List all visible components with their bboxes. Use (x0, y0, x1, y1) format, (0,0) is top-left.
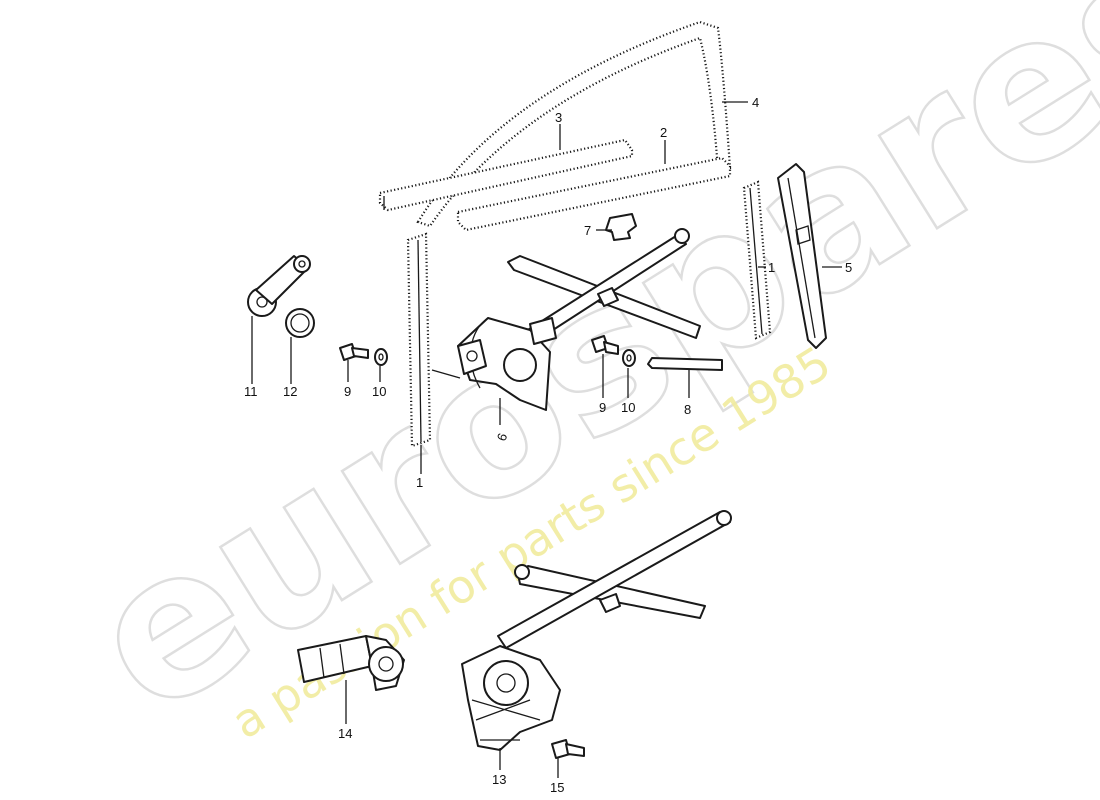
part-13-electric-regulator (461, 510, 732, 751)
callout-7: 7 (584, 223, 591, 238)
leader-lines (251, 101, 842, 778)
part-15-bolt (551, 739, 585, 759)
callout-6: 6 (494, 431, 511, 443)
callout-9-left: 9 (344, 384, 351, 399)
callout-4: 4 (752, 95, 759, 110)
part-10-washer-right (622, 349, 636, 367)
part-8-strip (647, 357, 723, 371)
part-1-guide-rail-left (406, 232, 432, 448)
callouts: 1 1 2 3 4 5 6 7 8 9 9 10 10 11 12 13 14 … (244, 95, 852, 795)
callout-15: 15 (550, 780, 564, 795)
watermark: eurospares a passion for parts since 198… (51, 0, 1100, 762)
callout-10-right: 10 (621, 400, 635, 415)
callout-8: 8 (684, 402, 691, 417)
callout-14: 14 (338, 726, 352, 741)
callout-9-right: 9 (599, 400, 606, 415)
callout-3: 3 (555, 110, 562, 125)
part-3-window-strip (378, 138, 634, 212)
callout-1-right: 1 (768, 260, 775, 275)
part-11-crank-handle (247, 255, 311, 317)
part-6-window-regulator (457, 228, 701, 411)
callout-12: 12 (283, 384, 297, 399)
callout-13: 13 (492, 772, 506, 787)
part-2-window-strip (456, 156, 732, 232)
part-14-motor (297, 635, 405, 691)
watermark-brand: eurospares (52, 0, 1100, 761)
part-10-washer-left (374, 348, 388, 366)
callout-10-left: 10 (372, 384, 386, 399)
callout-11: 11 (244, 384, 258, 399)
callout-2: 2 (660, 125, 667, 140)
part-1-guide-rail-right (742, 180, 772, 340)
part-9-bolt-right (591, 335, 619, 355)
part-5-guide-channel (777, 163, 827, 349)
part-7-clip (605, 213, 637, 241)
part-12-ring (285, 308, 315, 338)
callout-5: 5 (845, 260, 852, 275)
callout-1-left: 1 (416, 475, 423, 490)
part-9-bolt-left (339, 343, 369, 361)
